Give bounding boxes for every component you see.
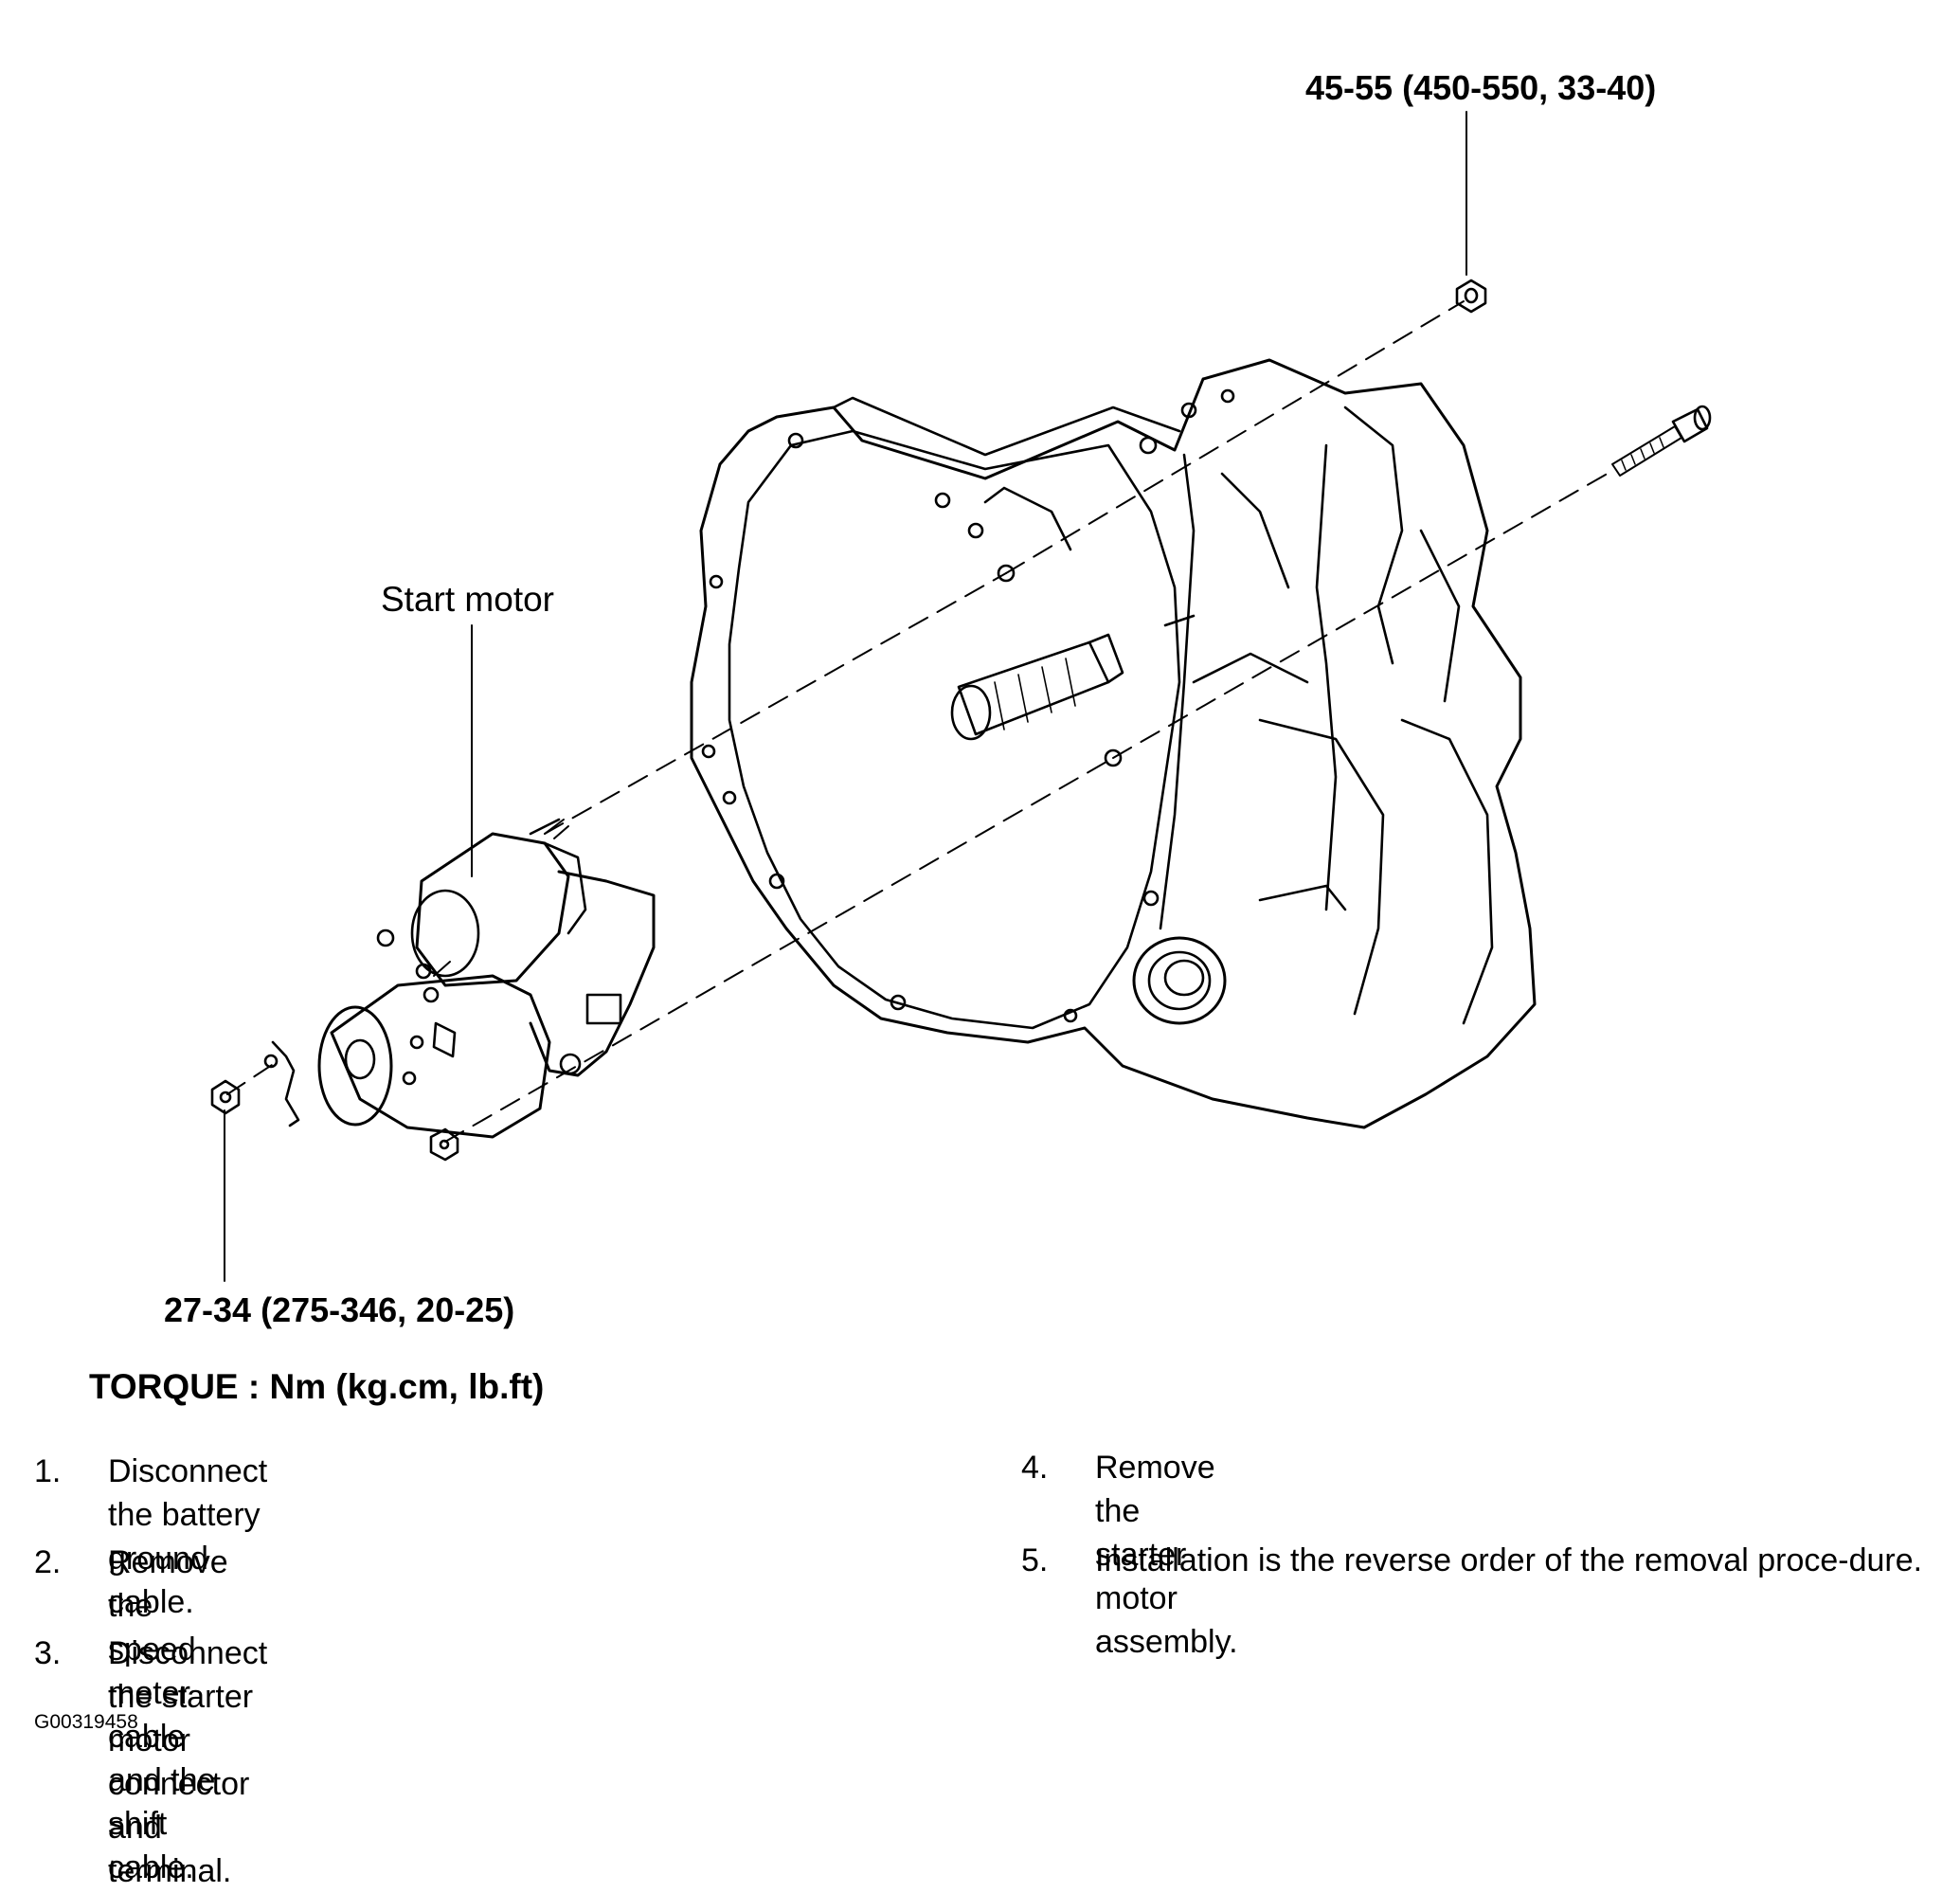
step-number: 2. (34, 1544, 62, 1580)
figure-id: G00319458 (34, 1711, 138, 1733)
step-text: Installation is the reverse order of the… (1095, 1542, 1923, 1578)
step-number: 3. (34, 1635, 62, 1671)
starter-motor-label: Start motor (381, 580, 554, 619)
step-text: Remove the starter motor assembly. (1095, 1450, 1238, 1660)
step-number: 1. (34, 1453, 62, 1489)
exploded-view-diagram (210, 111, 1712, 1282)
mounting-bolt (1611, 405, 1712, 477)
starter-motor (210, 818, 656, 1162)
transaxle-housing (690, 358, 1537, 1129)
bolt-torque-callout: 27-34 (275-346, 20-25) (164, 1290, 515, 1329)
step-text: Disconnect the battery ground cable. (108, 1453, 268, 1620)
alignment-lines (226, 300, 1611, 1143)
step-number: 4. (1021, 1450, 1049, 1486)
leader-lines (224, 111, 1467, 1282)
torque-units-legend: TORQUE : Nm (kg.cm, lb.ft) (89, 1367, 545, 1406)
step-text: Disconnect the starter motor connector a… (108, 1635, 268, 1889)
flange-nut (1455, 279, 1487, 314)
step-number: 5. (1021, 1542, 1049, 1578)
nut-torque-callout: 45-55 (450-550, 33-40) (1305, 68, 1657, 107)
